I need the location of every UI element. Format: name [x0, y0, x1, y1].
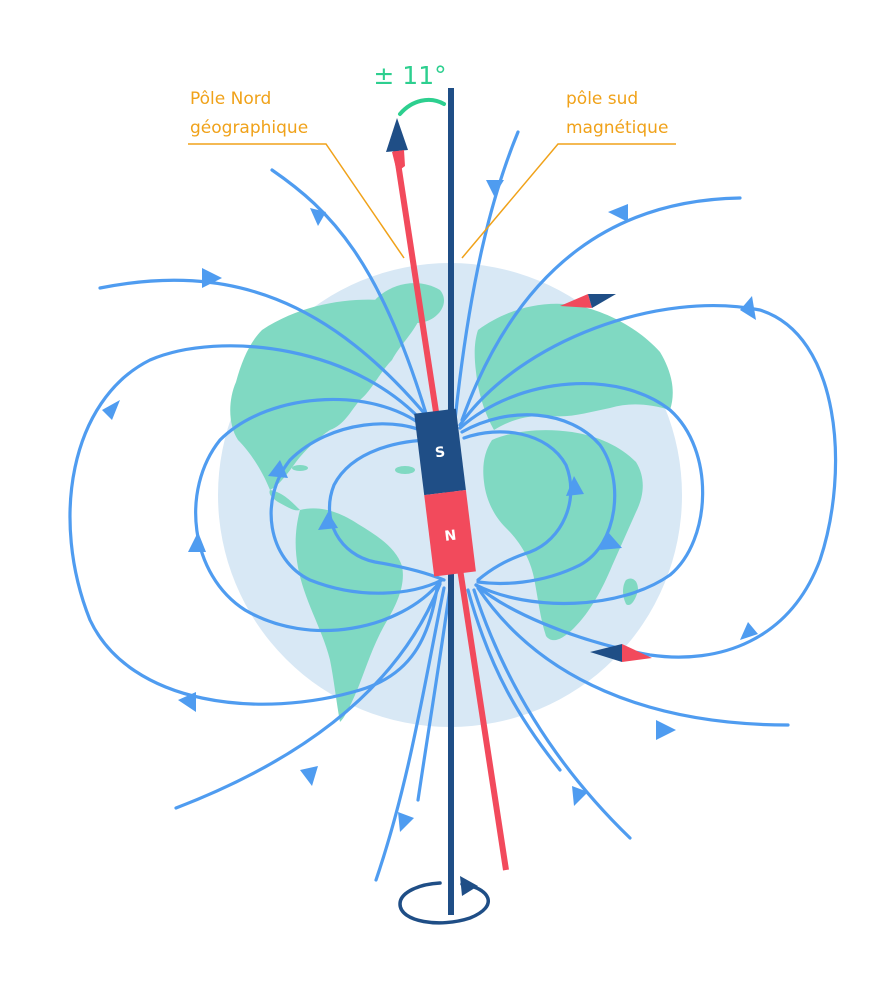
- island-landmass: [292, 465, 308, 471]
- magnet-north-half: [424, 489, 476, 577]
- field-arrow-icon: [572, 786, 588, 806]
- africa-landmass: [483, 430, 643, 641]
- field-direction-arrows: [102, 180, 758, 832]
- compass-needle-top: [560, 294, 616, 308]
- field-arrow-icon: [178, 692, 196, 712]
- field-arrow-icon: [188, 532, 206, 552]
- field-arrow-icon: [740, 622, 758, 640]
- greenland-landmass: [375, 283, 445, 324]
- field-arrow-icon: [740, 296, 756, 320]
- field-arrow-icon: [398, 812, 414, 832]
- label-leaders: [188, 143, 676, 259]
- field-arrow-icon: [318, 512, 338, 530]
- europe-landmass: [474, 303, 673, 430]
- island-landmass: [395, 466, 415, 474]
- compass-needle-icon: [560, 294, 592, 308]
- magnetic-south-line2: magnétique: [566, 118, 668, 138]
- north-pole-arrow-icon: [386, 118, 408, 152]
- rotation-arrow-icon: [398, 876, 490, 925]
- central-america-landmass: [269, 490, 300, 511]
- north-america-landmass: [230, 296, 420, 490]
- field-arrow-icon: [300, 766, 318, 786]
- field-arrow-icon: [202, 268, 222, 288]
- compass-needle-icon: [588, 294, 616, 308]
- geographic-north-line2: géographique: [190, 118, 308, 138]
- magnet-south-half: [414, 408, 466, 496]
- field-arrow-icon: [608, 204, 628, 222]
- bar-magnet: S N: [414, 408, 476, 577]
- tilt-angle-indicator: ± 11°: [373, 61, 447, 116]
- magnet-north-label: N: [444, 528, 458, 545]
- compass-needle-icon: [622, 644, 652, 662]
- madagascar-landmass: [623, 578, 638, 606]
- compass-needle-bottom: [590, 644, 652, 662]
- field-arrow-icon: [566, 476, 584, 496]
- tilt-angle-label: ± 11°: [373, 61, 446, 90]
- magnetic-south-label: pôle sud magnétique: [566, 89, 668, 138]
- compass-needle-icon: [590, 644, 622, 662]
- field-arrow-icon: [102, 400, 120, 420]
- field-arrow-icon: [486, 180, 504, 196]
- geographic-north-label: Pôle Nord géographique: [190, 89, 308, 138]
- field-arrow-icon: [310, 208, 326, 226]
- magnetic-south-line1: pôle sud: [566, 89, 638, 109]
- field-arrow-icon: [600, 532, 622, 550]
- north-pole-arrow-icon: [392, 150, 405, 172]
- geographic-north-line1: Pôle Nord: [190, 89, 271, 109]
- field-arrow-icon: [656, 720, 676, 740]
- magnet-south-label: S: [434, 444, 446, 461]
- field-arrow-icon: [268, 460, 288, 478]
